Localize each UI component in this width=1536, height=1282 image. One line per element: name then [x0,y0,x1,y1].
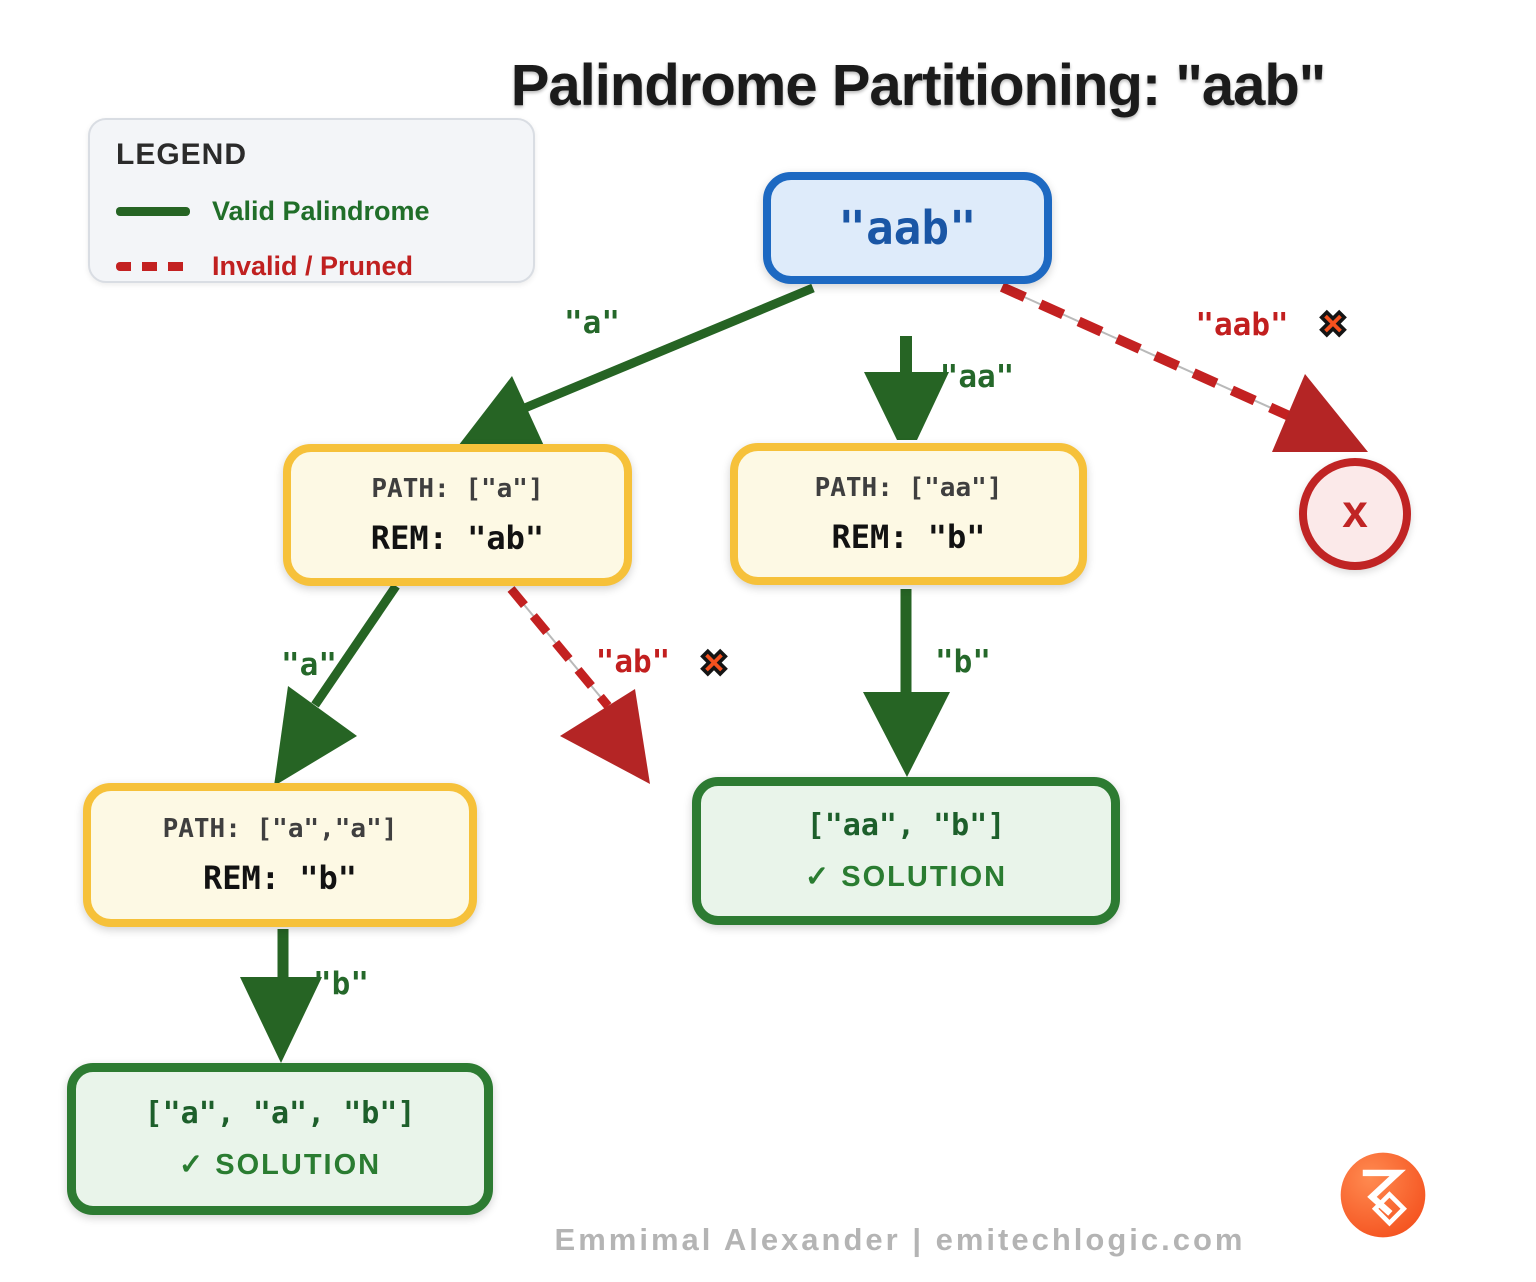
node-path-text: PATH: ["a"] [371,473,544,504]
edge-root-prune-line [999,282,1301,425]
edge-n1-n3-arrowhead [274,686,357,786]
pruned-terminal-circle: x [1299,458,1411,570]
solution-node-a-a-b: ["a", "a", "b"] ✓ SOLUTION [67,1063,493,1215]
edge-label-aab: "aab" [1195,307,1289,343]
solution-label: ✓ SOLUTION [178,1149,382,1181]
footer-credit: Emmimal Alexander | emitechlogic.com [554,1222,1246,1257]
edge-label-a2: "a" [281,647,337,683]
edge-n1-n3-line [311,583,400,708]
root-node: "aab" [763,172,1052,284]
emitechlogic-logo [1340,1152,1426,1238]
solution-value: ["aa", "b"] [806,808,1006,843]
legend-box: LEGEND Valid Palindrome Invalid / Pruned [88,118,535,283]
edge-label-a: "a" [564,305,620,341]
node-path-text: PATH: ["a","a"] [162,813,398,844]
edge-n2-s1-arrowhead [863,692,950,777]
root-node-label: "aab" [838,201,977,255]
legend-title: LEGEND [116,138,248,171]
edge-n1-prune-line [507,586,612,709]
node-path-text: PATH: ["aa"] [814,472,1003,503]
solution-node-aa-b: ["aa", "b"] ✓ SOLUTION [692,777,1120,925]
valid-line-swatch [116,207,190,216]
solution-value: ["a", "a", "b"] [144,1096,416,1131]
logo-circle [1340,1152,1426,1238]
legend-row-invalid: Invalid / Pruned [116,251,509,282]
edge-root-n2-arrowhead [864,372,949,440]
edge-root-n1-arrowhead [455,376,545,450]
page-title: Palindrome Partitioning: "aab" [510,53,1327,118]
edge-n3-s2-arrowhead [240,977,322,1063]
cross-mark-icon: ✖ [1318,306,1349,344]
cross-mark-icon: ✖ [699,645,730,683]
edge-label-ab: "ab" [595,644,671,680]
pruned-x-label: x [1342,485,1368,537]
logo-diamond [1371,1191,1408,1227]
legend-valid-label: Valid Palindrome [212,196,430,226]
edge-n1-prune-arrowhead [560,689,650,784]
legend-row-valid: Valid Palindrome [116,196,509,227]
edge-label-b2: "b" [313,966,369,1002]
node-rem-text: REM: "ab" [370,518,545,557]
node-rem-text: REM: "b" [831,517,986,556]
node-path-aa: PATH: ["aa"] REM: "b" [730,443,1087,585]
edge-root-prune-arrowhead [1272,374,1368,452]
solution-label: ✓ SOLUTION [804,861,1008,893]
legend-invalid-label: Invalid / Pruned [212,251,414,281]
edge-label-aa: "aa" [939,359,1015,395]
node-rem-text: REM: "b" [202,858,358,897]
edge-root-n1-line [518,283,815,415]
node-path-a-a: PATH: ["a","a"] REM: "b" [83,783,477,927]
node-path-a: PATH: ["a"] REM: "ab" [283,444,632,586]
edge-label-b1: "b" [935,644,991,680]
invalid-dashed-swatch [116,262,190,271]
